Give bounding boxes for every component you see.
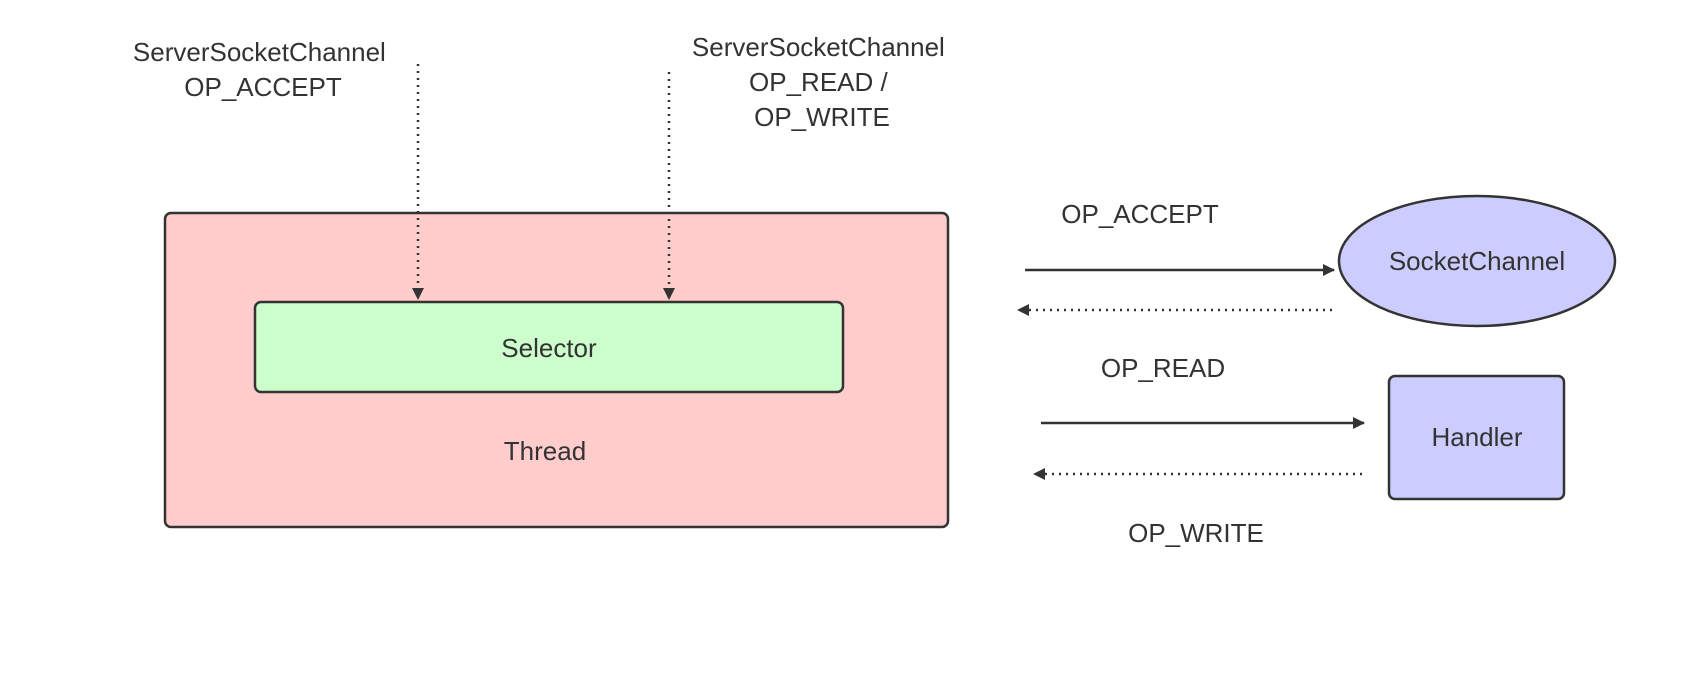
handler-label: Handler	[1431, 422, 1522, 452]
op-accept-label: OP_ACCEPT	[1061, 199, 1219, 229]
op-read-label: OP_READ	[1101, 353, 1225, 383]
top-left-label-line1: ServerSocketChannel	[133, 37, 386, 67]
op-write-label: OP_WRITE	[1128, 518, 1264, 548]
top-right-label-line2: OP_READ /	[749, 67, 888, 97]
selector-box	[253, 300, 845, 394]
top-left-label-line2: OP_ACCEPT	[184, 72, 342, 102]
top-right-label-line1: ServerSocketChannel	[692, 32, 945, 62]
handler-box	[1387, 374, 1566, 501]
socket-channel-node	[1337, 194, 1617, 328]
thread-label: Thread	[504, 436, 586, 466]
top-left-label: ServerSocketChannel OP_ACCEPT	[133, 37, 393, 102]
selector-label: Selector	[501, 333, 597, 363]
socket-channel-label: SocketChannel	[1389, 246, 1565, 276]
top-right-label: ServerSocketChannel OP_READ / OP_WRITE	[692, 32, 952, 132]
top-right-label-line3: OP_WRITE	[754, 102, 890, 132]
